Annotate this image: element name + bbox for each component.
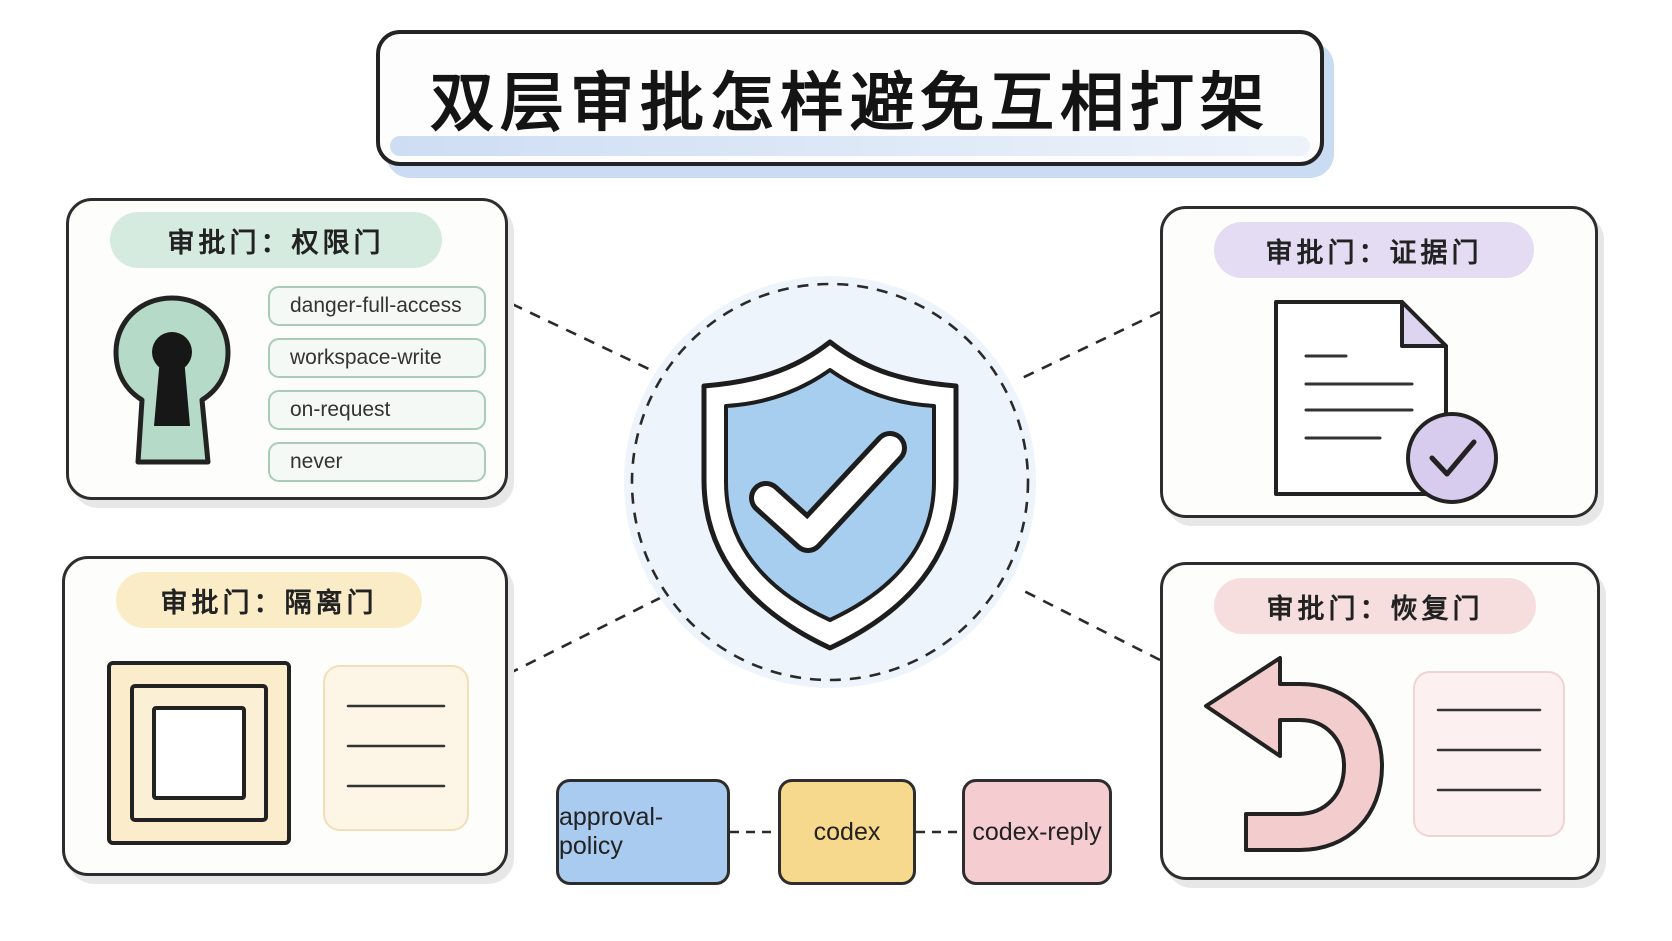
document-check-icon	[1274, 300, 1498, 504]
text-lines-icon	[323, 665, 469, 831]
keyhole-icon	[113, 295, 231, 465]
flow-chip-approval-policy: approval-policy	[556, 779, 730, 885]
shield-check-icon	[701, 339, 959, 651]
title-banner: 双层审批怎样避免互相打架	[376, 30, 1324, 166]
text-lines-icon	[1413, 671, 1565, 837]
mode-never: never	[268, 442, 486, 482]
flow-chip-codex: codex	[778, 779, 916, 885]
recovery-gate-label: 审批门：恢复门	[1214, 578, 1536, 634]
page-title: 双层审批怎样避免互相打架	[430, 66, 1270, 141]
title-highlight	[390, 136, 1310, 156]
permission-gate-label: 审批门：权限门	[110, 212, 442, 268]
evidence-gate-label: 审批门：证据门	[1214, 222, 1534, 278]
undo-arrow-icon	[1204, 656, 1384, 852]
flow-chip-codex-reply: codex-reply	[962, 779, 1112, 885]
mode-workspace-write: workspace-write	[268, 338, 486, 378]
nested-squares-icon	[107, 661, 291, 845]
isolation-gate-label: 审批门：隔离门	[116, 572, 422, 628]
mode-on-request: on-request	[268, 390, 486, 430]
central-shield	[624, 276, 1036, 688]
mode-danger-full-access: danger-full-access	[268, 286, 486, 326]
